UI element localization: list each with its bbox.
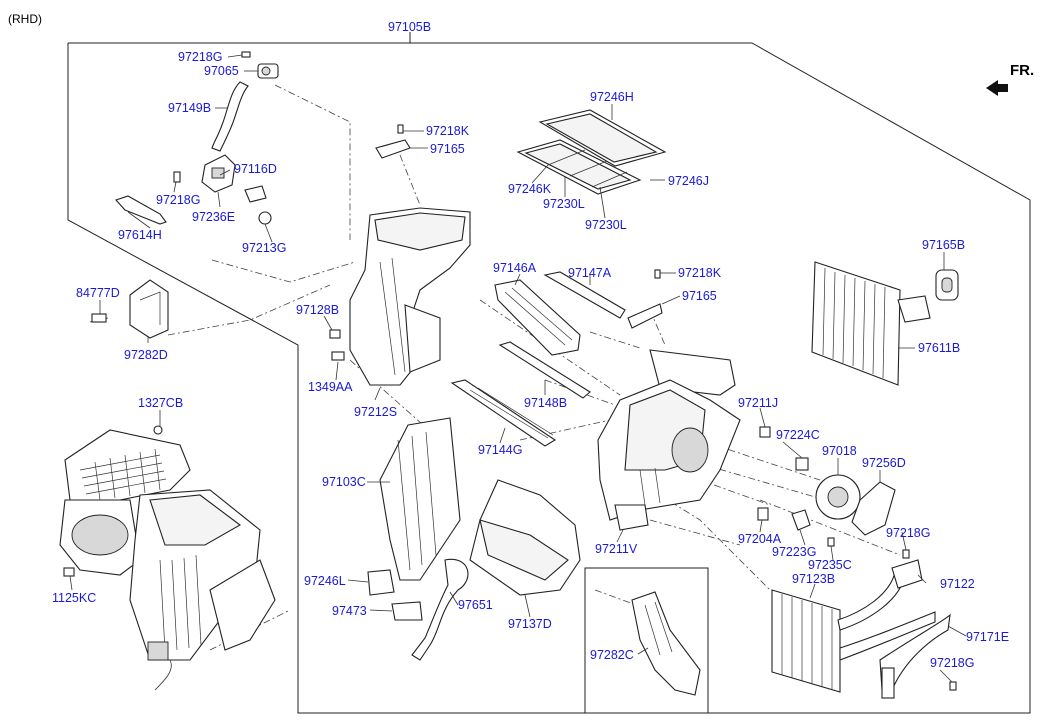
part-label-97147A[interactable]: 97147A (568, 266, 612, 280)
seal-set-97246 (516, 109, 667, 195)
right-small-parts (757, 426, 910, 559)
assembly-frame (67, 32, 1031, 714)
variant-note: (RHD) (8, 12, 42, 26)
part-label-97256D[interactable]: 97256D (862, 456, 906, 470)
part-label-97235C[interactable]: 97235C (808, 558, 852, 572)
part-label-97211V[interactable]: 97211V (595, 542, 638, 556)
evaporator-97611B (811, 261, 959, 386)
part-label-97116D[interactable]: 97116D (234, 162, 277, 176)
part-label-97213G[interactable]: 97213G (242, 241, 287, 255)
part-label-97165[interactable]: 97165 (430, 142, 465, 156)
front-arrow-icon (986, 80, 1008, 96)
part-label-97218K[interactable]: 97218K (426, 124, 470, 138)
case-97137D (411, 479, 581, 661)
part-label-97144G[interactable]: 97144G (478, 443, 523, 457)
part-label-97246K[interactable]: 97246K (508, 182, 552, 196)
part-label-97218G[interactable]: 97218G (156, 193, 201, 207)
part-label-97204A[interactable]: 97204A (738, 532, 782, 546)
part-label-97149B[interactable]: 97149B (168, 101, 212, 115)
front-direction-label: FR. (1010, 62, 1035, 79)
leader-lines (69, 54, 967, 683)
part-label-97611B[interactable]: 97611B (918, 341, 961, 355)
duct-97103C (367, 417, 461, 621)
blower-assembly (59, 425, 276, 691)
duct-97282C (631, 591, 701, 696)
part-label-97224C[interactable]: 97224C (776, 428, 820, 442)
part-label-97128B[interactable]: 97128B (296, 303, 340, 317)
part-label-97137D[interactable]: 97137D (508, 617, 552, 631)
door-set (450, 269, 663, 447)
part-label-97246H[interactable]: 97246H (590, 90, 634, 104)
part-label-97223G[interactable]: 97223G (772, 545, 817, 559)
part-label-1327CB[interactable]: 1327CB (138, 396, 184, 410)
part-label-97246L[interactable]: 97246L (304, 574, 346, 588)
part-label-97165[interactable]: 97165 (682, 289, 717, 303)
part-label-97122[interactable]: 97122 (940, 577, 975, 591)
main-case-97211V (597, 349, 741, 531)
duct-97212S (329, 124, 471, 386)
part-label-97065[interactable]: 97065 (204, 64, 239, 78)
part-label-97103C[interactable]: 97103C (322, 475, 366, 489)
part-label-97146A[interactable]: 97146A (493, 261, 537, 275)
part-label-97230L[interactable]: 97230L (543, 197, 585, 211)
part-label-97165B[interactable]: 97165B (922, 238, 966, 252)
part-label-97246J[interactable]: 97246J (668, 174, 710, 188)
part-label-97218G[interactable]: 97218G (886, 526, 931, 540)
part-label-97212S[interactable]: 97212S (354, 405, 398, 419)
part-label-97651[interactable]: 97651 (458, 598, 493, 612)
part-label-97230L[interactable]: 97230L (585, 218, 627, 232)
part-label-97105B[interactable]: 97105B (388, 20, 432, 34)
part-label-97218G[interactable]: 97218G (930, 656, 975, 670)
part-label-97236E[interactable]: 97236E (192, 210, 236, 224)
heater-core-97123B (771, 559, 957, 699)
part-label-97282C[interactable]: 97282C (590, 648, 634, 662)
actuator-97116D (115, 154, 272, 225)
part-label-97171E[interactable]: 97171E (966, 630, 1010, 644)
duct-97282D (89, 279, 169, 339)
part-label-97148B[interactable]: 97148B (524, 396, 568, 410)
part-label-97614H[interactable]: 97614H (118, 228, 162, 242)
part-label-97018[interactable]: 97018 (822, 444, 857, 458)
part-label-97473[interactable]: 97473 (332, 604, 367, 618)
part-label-97218K[interactable]: 97218K (678, 266, 722, 280)
part-label-84777D[interactable]: 84777D (76, 286, 120, 300)
part-label-97211J[interactable]: 97211J (738, 396, 779, 410)
part-label-1349AA[interactable]: 1349AA (308, 380, 353, 394)
part-label-1125KC[interactable]: 1125KC (52, 591, 97, 605)
part-label-97282D[interactable]: 97282D (124, 348, 168, 362)
part-label-97123B[interactable]: 97123B (792, 572, 836, 586)
part-label-97218G[interactable]: 97218G (178, 50, 223, 64)
